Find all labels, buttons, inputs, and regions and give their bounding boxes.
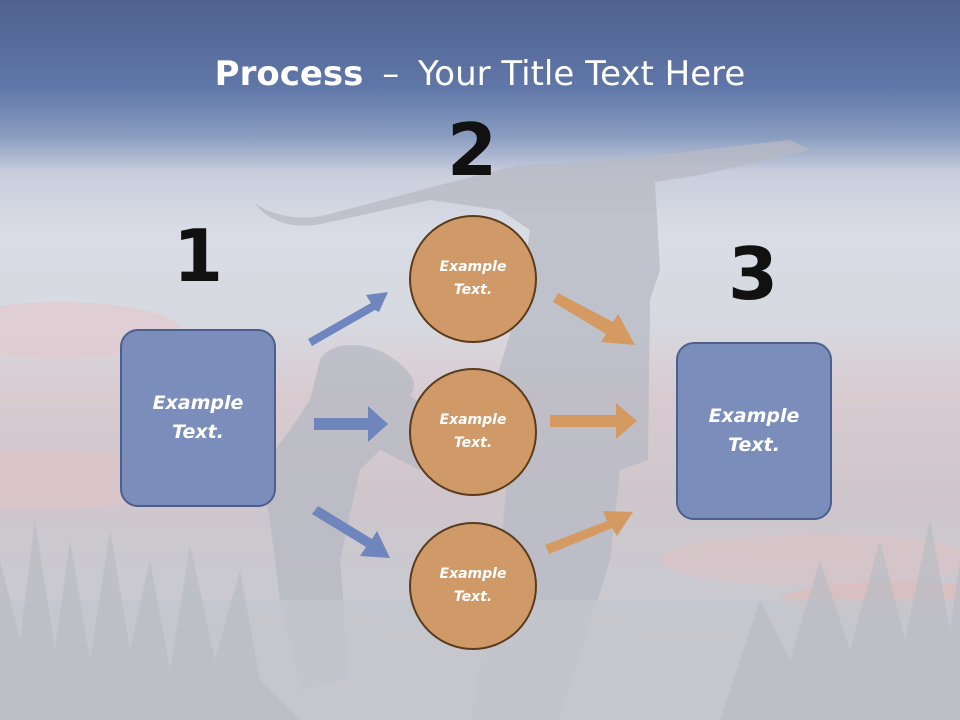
circle-1: Example Text.: [409, 215, 537, 343]
circle-3: Example Text.: [409, 522, 537, 650]
arrow-from-circle-2: [550, 403, 637, 439]
right-box-text: Example Text.: [689, 402, 819, 460]
slide-title: Process – Your Title Text Here: [0, 52, 960, 96]
arrow-to-circle-3: [312, 506, 390, 558]
left-process-box: Example Text.: [120, 329, 276, 507]
step-number-2: 2: [446, 108, 498, 192]
right-box-line-2: Text.: [728, 434, 780, 456]
circle-2-line-2: Text.: [453, 435, 493, 451]
circle-3-text: Example Text.: [423, 563, 523, 609]
title-rest: Your Title Text Here: [418, 54, 746, 94]
circle-1-line-1: Example: [439, 259, 507, 275]
circle-3-line-2: Text.: [453, 589, 493, 605]
step-number-1: 1: [172, 214, 224, 298]
blue-arrows: [308, 292, 390, 558]
orange-arrows: [545, 293, 637, 554]
left-box-line-1: Example: [152, 392, 244, 414]
left-box-text: Example Text.: [133, 389, 263, 447]
circle-3-line-1: Example: [439, 566, 507, 582]
arrow-to-circle-1: [308, 292, 388, 346]
arrow-from-circle-1: [553, 293, 635, 345]
circle-1-line-2: Text.: [453, 282, 493, 298]
left-box-line-2: Text.: [172, 421, 224, 443]
step-number-3: 3: [727, 232, 779, 316]
circle-2-text: Example Text.: [423, 409, 523, 455]
circle-1-text: Example Text.: [423, 256, 523, 302]
circle-2: Example Text.: [409, 368, 537, 496]
circle-2-line-1: Example: [439, 412, 507, 428]
right-process-box: Example Text.: [676, 342, 832, 520]
title-bold: Process: [214, 54, 364, 94]
title-separator: –: [382, 54, 400, 94]
arrow-to-circle-2: [314, 406, 388, 442]
arrow-from-circle-3: [545, 511, 633, 554]
right-box-line-1: Example: [708, 405, 800, 427]
